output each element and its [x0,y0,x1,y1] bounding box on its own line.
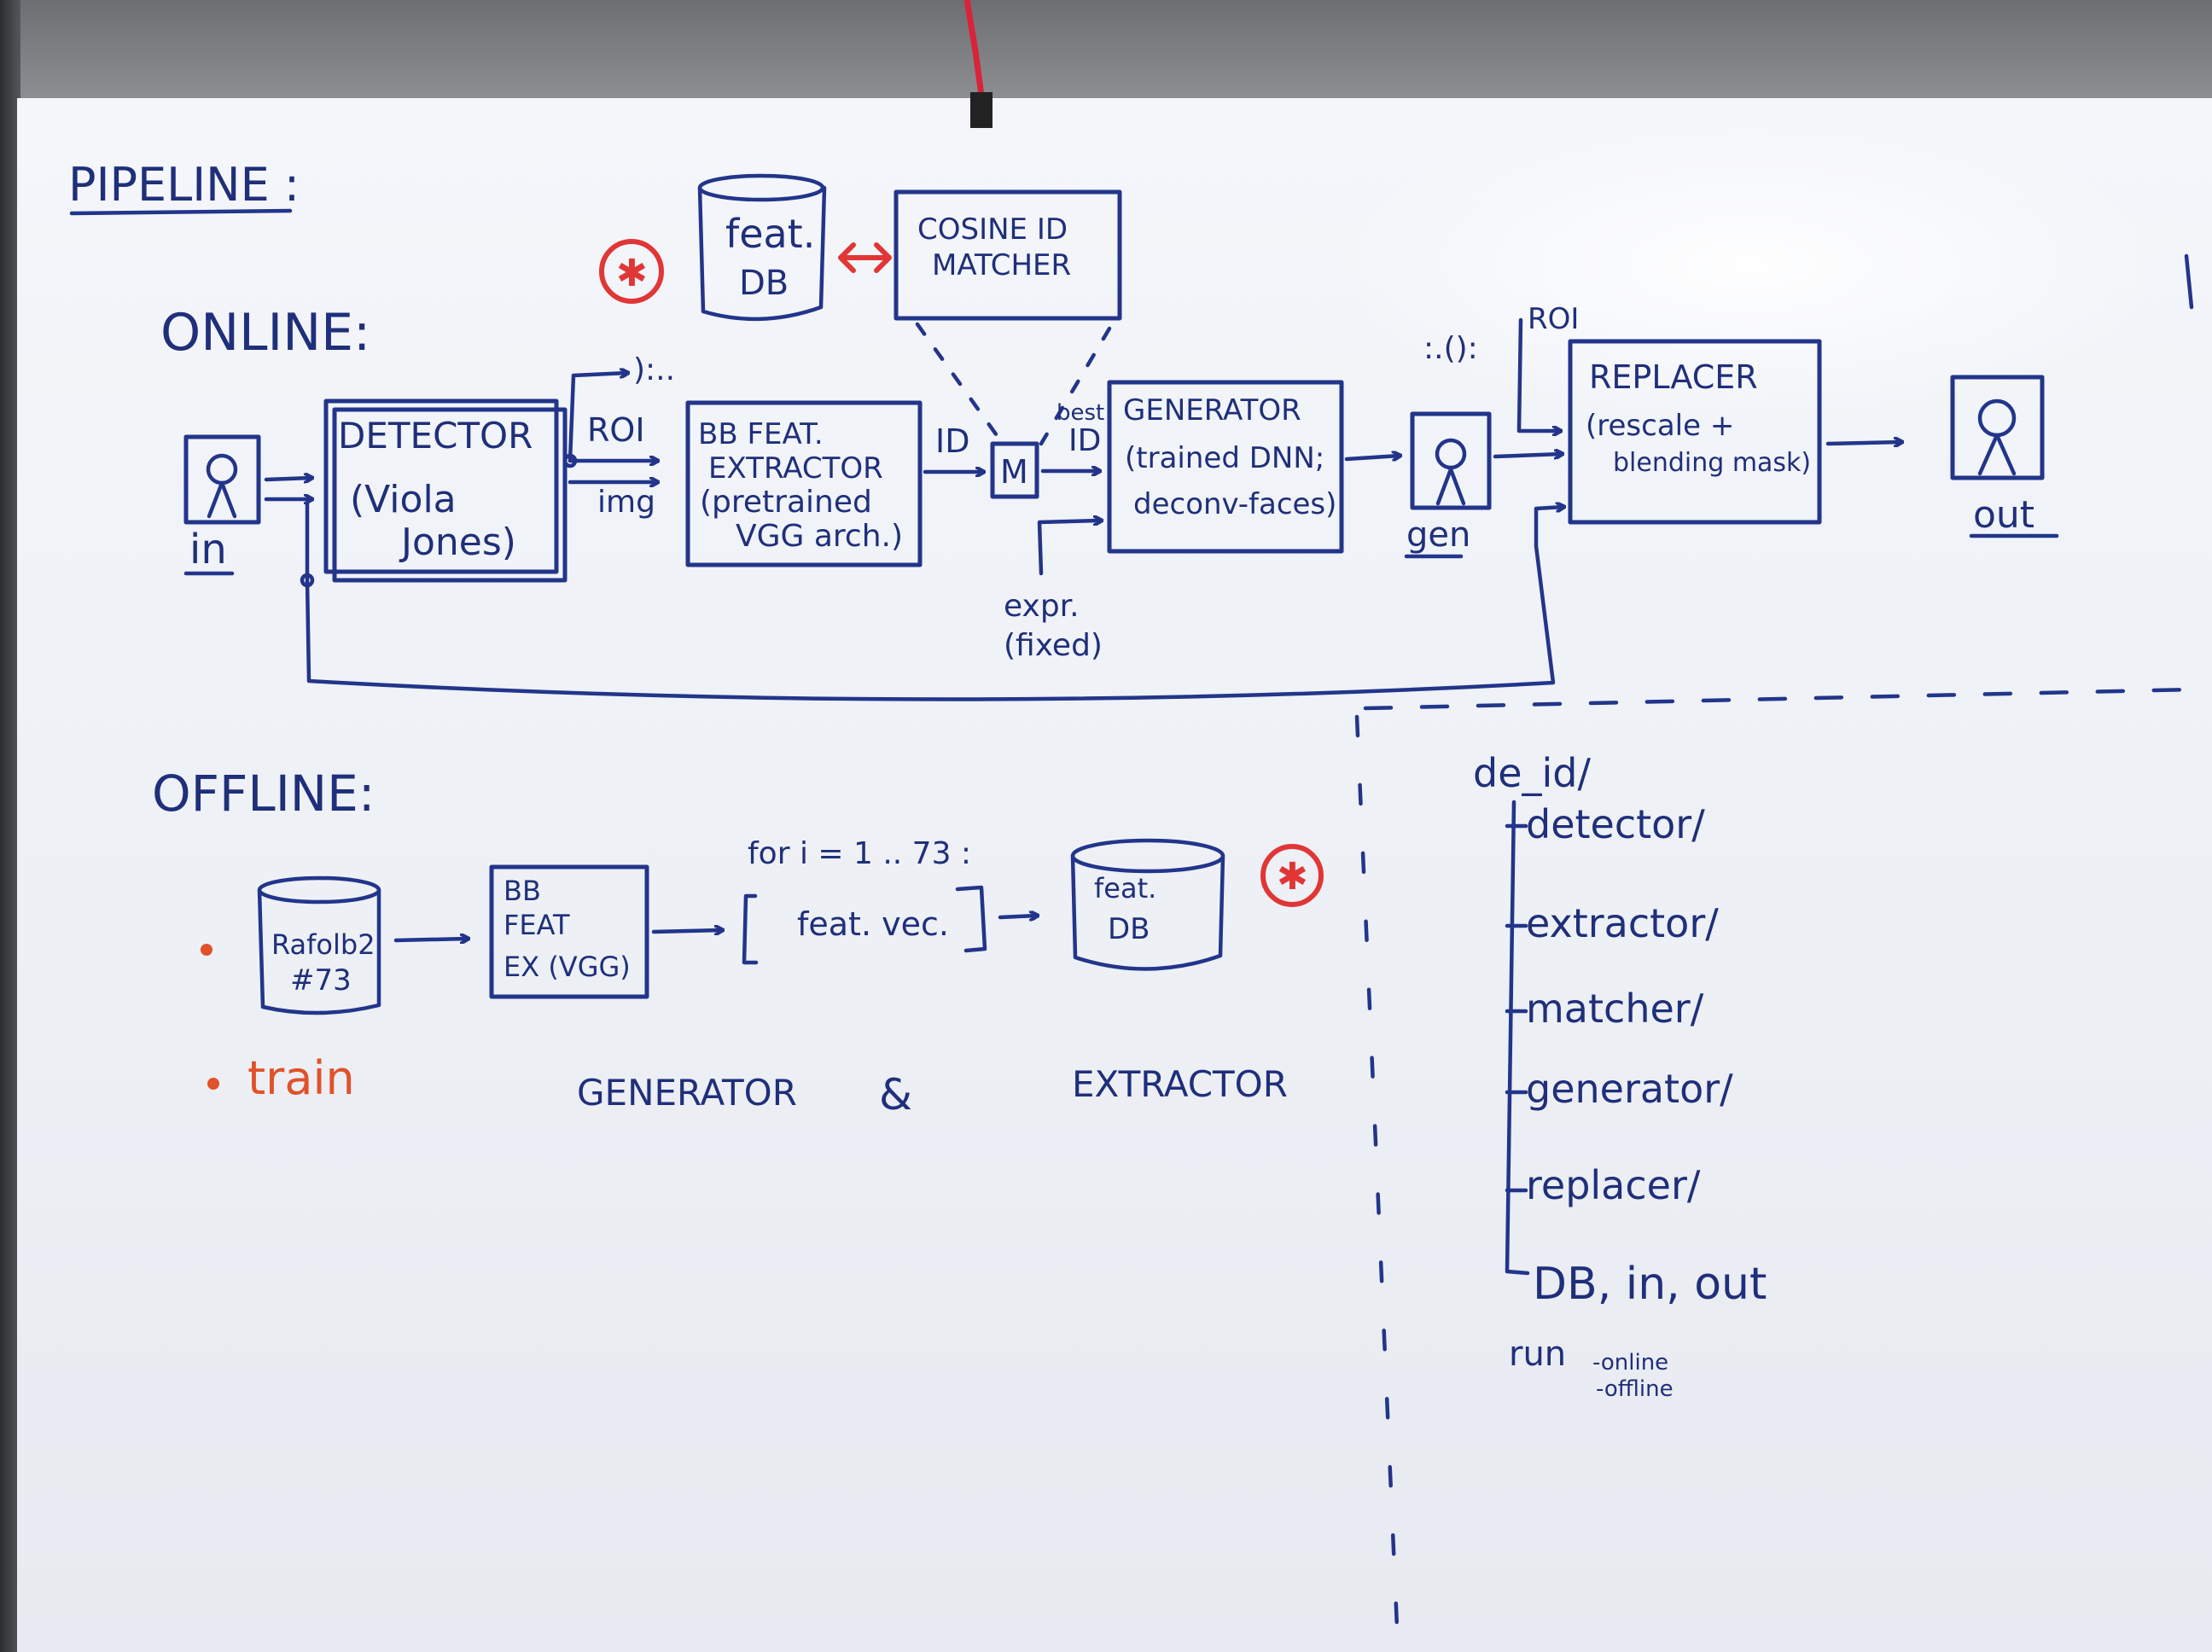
offline-db-line2: DB [1108,912,1150,946]
output-image [1950,375,2045,480]
offline-extractor-line2: FEAT [504,909,570,941]
feat-db-line2: DB [739,264,789,303]
extractor-line2: EXTRACTOR [708,451,883,486]
arrow-generator-gen [1344,456,1400,459]
train-extractor: EXTRACTOR [1072,1063,1288,1105]
offline-db-cylinder [1070,838,1225,971]
online-heading: ONLINE: [160,303,370,363]
replacer-line2: blending mask) [1613,448,1811,478]
light-glare [1323,102,2176,427]
divider-vertical [1354,714,1400,1649]
best-label: best [1057,400,1104,426]
arrow-gen-replacer [1493,454,1562,457]
offline-extractor-line1: BB [504,875,541,907]
svg-text:):..: ):.. [633,352,675,387]
extractor-box [685,400,923,567]
id-label: ID [935,422,969,460]
output-label: out [1973,493,2034,537]
dataset-cylinder [257,875,381,1015]
divider-horizontal [1363,687,2196,711]
arrow-expr [1037,521,1101,576]
expr-line2: (fixed) [1004,628,1103,663]
gen-image [1410,411,1492,510]
feat-db-cylinder [697,173,827,322]
svg-text:✱: ✱ [616,252,648,295]
detector-title: DETECTOR [338,415,533,457]
red-double-arrow [838,242,892,273]
svg-text:✱: ✱ [1277,855,1308,899]
offline-extractor-box [489,864,649,999]
run-option-offline: -offline [1596,1376,1674,1402]
matcher-box [894,189,1122,321]
detector-line1: (Viola [350,478,457,521]
dataset-line2: #73 [290,963,352,998]
detector-box [323,398,568,583]
bullet-train [207,1078,219,1090]
input-label: in [189,526,227,573]
roi2-label: ROI [1528,302,1579,336]
train-label: train [247,1051,355,1105]
generator-line2: deconv-faces) [1133,487,1336,521]
train-generator: GENERATOR [577,1072,797,1114]
train-amp: & [879,1070,912,1120]
input-image [183,434,261,525]
run-label: run [1509,1335,1566,1374]
svg-text::.():: :.(): [1423,331,1478,366]
cable-clip [970,92,992,128]
dataset-line1: Rafolb2 [271,928,375,961]
matcher-line2: MATCHER [932,248,1071,282]
arrow-vector-db [998,916,1037,917]
pipeline-title: PIPELINE : [68,158,300,212]
arrow-roi-replacer [1516,317,1560,431]
gen-label: gen [1406,515,1470,555]
expr-line1: expr. [1004,589,1080,624]
red-marker-offline [1260,844,1324,907]
offline-extractor-line3: EX (VGG) [504,951,631,983]
detector-line2: Jones) [399,521,516,564]
m-label: M [1000,453,1028,491]
projection-left [915,322,1005,446]
tree-item-db-in-out: DB, in, out [1533,1259,1767,1310]
arrow-extractor-vector [651,930,722,932]
img-label: img [597,485,655,520]
bypass-line [305,501,1563,701]
tree-item-extractor: extractor/ [1526,900,1719,946]
extractor-line4: VGG arch.) [736,519,903,554]
replacer-box [1568,339,1822,525]
loop-label: for i = 1 .. 73 : [748,836,971,871]
arrow-roi-up [568,373,627,463]
offline-heading: OFFLINE: [152,765,375,823]
matcher-line1: COSINE ID [917,212,1068,247]
cable [963,0,985,96]
roi-label: ROI [587,411,645,449]
tree-root: de_id/ [1473,750,1591,796]
bullet-dataset [201,944,212,956]
run-option-online: -online [1592,1350,1668,1376]
arrow-dataset-extractor [393,939,468,940]
generator-line1: (trained DNN; [1125,441,1324,475]
feat-db-line1: feat. [725,211,815,257]
tree-item-generator: generator/ [1526,1066,1733,1112]
replacer-title: REPLACER [1589,358,1758,396]
generator-box [1107,380,1344,554]
red-marker-online [599,239,664,304]
projection-right [1039,326,1112,446]
wall-background [0,0,2212,101]
replacer-line1: (rescale + [1586,409,1734,443]
tree-item-detector: detector/ [1526,801,1705,847]
title-underline [69,208,293,216]
m-box [990,441,1039,499]
tree-trunk [1505,800,1530,1276]
generator-title: GENERATOR [1123,393,1301,428]
offline-db-line1: feat. [1094,872,1156,905]
tree-item-matcher: matcher/ [1526,986,1704,1032]
arrow-replacer-out [1825,442,1901,444]
arrow-in-detector [264,478,311,480]
extractor-line1: BB FEAT. [698,417,824,451]
best-id-label: ID [1068,423,1101,458]
tree-item-replacer: replacer/ [1526,1162,1701,1208]
vector-label: feat. vec. [797,905,949,943]
extractor-line3: (pretrained [700,485,872,520]
